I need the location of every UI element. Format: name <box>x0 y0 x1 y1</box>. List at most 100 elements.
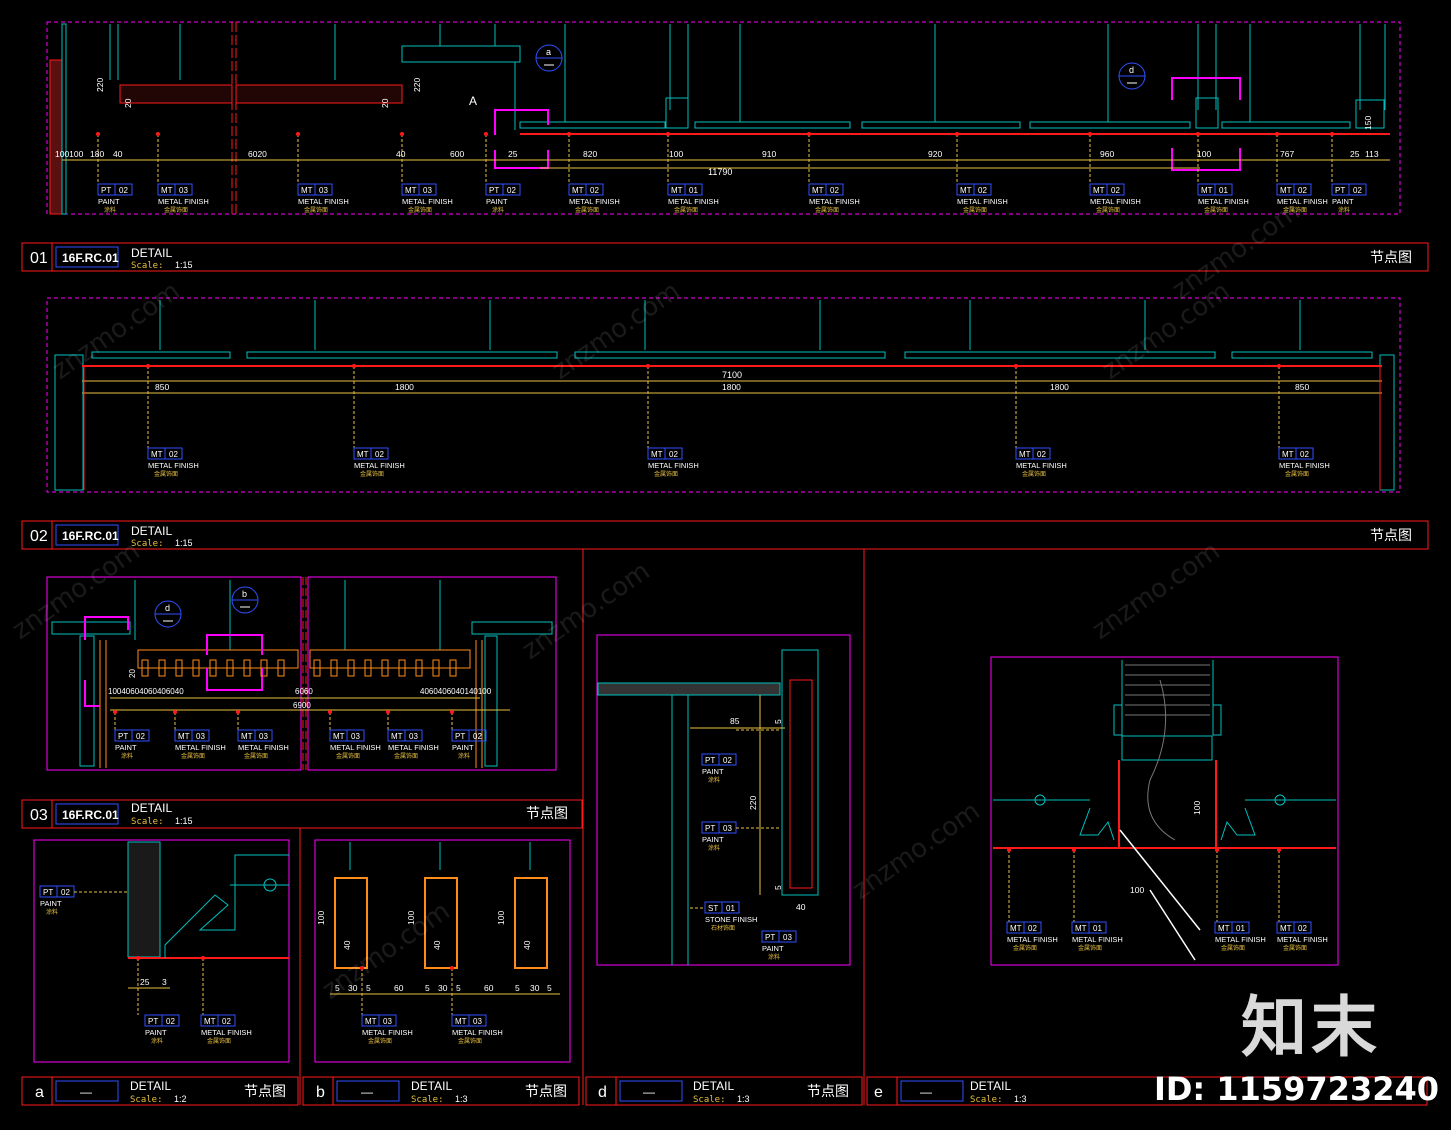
panel-02-tag-2-num: 02 <box>669 450 678 459</box>
panel-d-scale-label: Scale: <box>693 1095 726 1105</box>
panel-e-scale: 1:3 <box>1014 1094 1027 1104</box>
panel-b-tag-0-desc: METAL FINISH <box>362 1028 413 1037</box>
panel-01-scale: 1:15 <box>175 260 193 270</box>
panel-03-tag-3-desc: METAL FINISH <box>330 743 381 752</box>
panel-e-tag-1-num: 01 <box>1093 924 1102 933</box>
panel-02-frame <box>46 297 1401 493</box>
panel-a-dim-0: 25 <box>140 977 150 987</box>
panel-01-tag-8-num: 02 <box>978 186 987 195</box>
panel-03-tag-5-code: PT <box>455 732 465 741</box>
panel-d-tag-2-num: 01 <box>726 904 735 913</box>
panel-02-cn-label: 节点图 <box>1370 527 1412 543</box>
panel-01-dim-1: 180 <box>90 149 104 159</box>
panel-e-tag-3-num: 02 <box>1298 924 1307 933</box>
panel-03-tag-1-code: MT <box>178 732 190 741</box>
panel-03-tag-1-cn: 金属饰面 <box>181 752 205 760</box>
panel-01-tag-5-desc: METAL FINISH <box>569 197 620 206</box>
panel-03-dim-6900: 6900 <box>293 701 311 710</box>
panel-02-tag-4-num: 02 <box>1300 450 1309 459</box>
panel-01-tag-8-cn: 金属饰面 <box>963 206 987 214</box>
panel-01-tag-7-code: MT <box>812 186 824 195</box>
panel-e-tag-0-leader-dot <box>1007 848 1011 852</box>
panel-03-tag-4-code: MT <box>391 732 403 741</box>
panel-d-tag-2-desc: STONE FINISH <box>705 915 757 924</box>
panel-b-tag-0-num: 03 <box>383 1017 392 1026</box>
panel-02-tag-3-code: MT <box>1019 450 1031 459</box>
panel-03-tag-2-leader-dot <box>236 710 240 714</box>
panel-d-tag-0-code: PT <box>705 756 715 765</box>
panel-01-tag-12-code: PT <box>1335 186 1345 195</box>
panel-a-tag-2-cn: 金属饰面 <box>207 1037 231 1045</box>
panel-d-tag-0-num: 02 <box>723 756 732 765</box>
panel-03-callout-d-letter: d <box>165 603 170 613</box>
panel-01-tag-4-num: 02 <box>507 186 516 195</box>
panel-01-tag-6-num: 01 <box>689 186 698 195</box>
panel-01-tag-6-cn: 金属饰面 <box>674 206 698 214</box>
panel-02-tag-1-desc: METAL FINISH <box>354 461 405 470</box>
panel-01-dim-12: 100 <box>1197 149 1211 159</box>
panel-01-total-dim: 11790 <box>708 167 732 177</box>
panel-d-tag-0-cn: 涂料 <box>708 776 720 784</box>
panel-01-tag-9-num: 02 <box>1111 186 1120 195</box>
panel-03-tag-1-leader-dot <box>173 710 177 714</box>
panel-01-tag-12-cn: 涂料 <box>1338 206 1350 214</box>
panel-b-tag-0-leader-dot <box>360 966 364 970</box>
panel-03-tag-2-num: 03 <box>259 732 268 741</box>
panel-01-dim-14: 25 <box>1350 149 1360 159</box>
watermark-diagonal-1: znzmo.com <box>547 276 686 386</box>
panel-01-dim-4: 40 <box>396 149 406 159</box>
panel-01-code: 16F.RC.01 <box>62 251 119 265</box>
panel-a-tag-0-cn: 涂料 <box>46 908 58 916</box>
panel-01-tag-8-desc: METAL FINISH <box>957 197 1008 206</box>
panel-e-scale-label: Scale: <box>970 1095 1003 1105</box>
panel-e-tag-1-code: MT <box>1075 924 1087 933</box>
panel-d-dim-2: 220 <box>748 796 758 810</box>
watermark-diagonal-4: znzmo.com <box>517 556 656 666</box>
panel-02-code: 16F.RC.01 <box>62 529 119 543</box>
panel-03-callout-b-letter: b <box>242 589 247 599</box>
panel-01-vdim-1: 20 <box>123 98 133 108</box>
panel-01-tag-1-desc: METAL FINISH <box>158 197 209 206</box>
panel-01-tag-12-num: 02 <box>1353 186 1362 195</box>
panel-02-tag-1-leader-dot <box>352 364 356 368</box>
watermark-diagonal-7: znzmo.com <box>847 796 986 906</box>
panel-01-tag-1-leader-dot <box>156 132 160 136</box>
panel-01-tag-6-code: MT <box>671 186 683 195</box>
watermark-diagonal-0: znzmo.com <box>47 276 186 386</box>
panel-a-number: a <box>35 1084 44 1101</box>
panel-e-tag-2-code: MT <box>1218 924 1230 933</box>
panel-b-tag-1-num: 03 <box>473 1017 482 1026</box>
panel-02-tag-0-code: MT <box>151 450 163 459</box>
panel-b-dim-2: 5 <box>366 983 371 993</box>
panel-d-title: DETAIL <box>693 1079 734 1093</box>
panel-01-tag-10-desc: METAL FINISH <box>1198 197 1249 206</box>
panel-01-dim-3: 6020 <box>248 149 267 159</box>
panel-03-fin <box>398 659 406 677</box>
panel-03-frame <box>46 576 302 771</box>
panel-02-tag-0-desc: METAL FINISH <box>148 461 199 470</box>
panel-b-vdim-5: 40 <box>522 940 532 950</box>
panel-01-tag-3-cn: 金属饰面 <box>408 206 432 214</box>
panel-03-fin <box>347 659 355 677</box>
panel-d-dim-0: 85 <box>730 716 740 726</box>
panel-01-tag-2-num: 03 <box>319 186 328 195</box>
panel-a-tag-0-num: 02 <box>61 888 70 897</box>
panel-01-tag-9-code: MT <box>1093 186 1105 195</box>
panel-d-dim-1: 5 <box>773 719 783 724</box>
watermark-diagonal-2: znzmo.com <box>1097 276 1236 386</box>
panel-e-tag-3-code: MT <box>1280 924 1292 933</box>
panel-02-number: 02 <box>30 528 48 545</box>
panel-01-vdim-2: 220 <box>412 78 422 92</box>
panel-a-tag-1-desc: PAINT <box>145 1028 167 1037</box>
panel-02-tag-2-leader-dot <box>646 364 650 368</box>
panel-03-fin <box>313 659 321 677</box>
panel-01-tag-9-cn: 金属饰面 <box>1096 206 1120 214</box>
watermark-id: ID: 1159723240 <box>1153 1070 1439 1108</box>
panel-01-tag-2-desc: METAL FINISH <box>298 197 349 206</box>
panel-a-tag-2-desc: METAL FINISH <box>201 1028 252 1037</box>
panel-01-number: 01 <box>30 250 48 267</box>
panel-b-scale: 1:3 <box>455 1094 468 1104</box>
panel-a-tag-1-code: PT <box>148 1017 158 1026</box>
panel-03-tag-4-num: 03 <box>409 732 418 741</box>
panel-03-title: DETAIL <box>131 801 172 815</box>
